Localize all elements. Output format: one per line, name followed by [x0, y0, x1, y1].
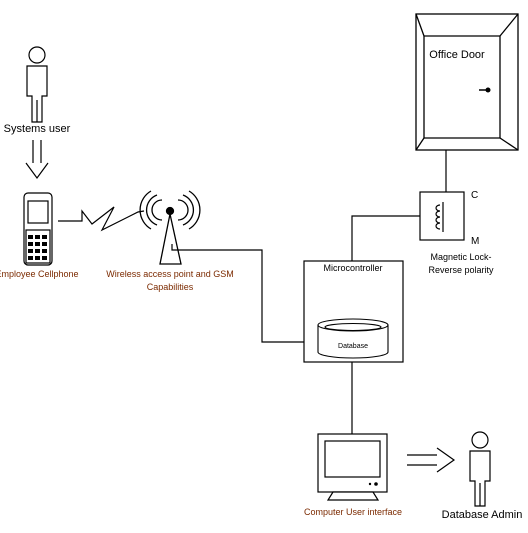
- computer-ui-label: Computer User interface: [304, 507, 402, 517]
- cellphone-icon: [23, 192, 53, 266]
- wireless-link: [58, 206, 145, 232]
- systems-user-icon: [26, 46, 48, 123]
- database-icon: [317, 318, 389, 359]
- antenna-to-database-line: [171, 244, 318, 343]
- lock-terminal-m: M: [471, 236, 479, 247]
- systems-user-label: Systems user: [4, 123, 71, 135]
- magnetic-lock-label-line1: Magnetic Lock-: [430, 252, 491, 262]
- database-admin-icon: [469, 431, 491, 507]
- magnetic-lock-label-line2: Reverse polarity: [428, 265, 494, 275]
- antenna-icon: [139, 190, 201, 265]
- lock-to-microcontroller-line: [351, 215, 420, 261]
- lock-terminal-c: C: [471, 190, 478, 201]
- database-label: Database: [338, 343, 368, 350]
- door-handle-icon: [479, 87, 491, 93]
- access-point-label-line2: Capabilities: [147, 282, 194, 292]
- microcontroller-label: Microcontroller: [323, 263, 382, 273]
- computer-icon: [317, 433, 388, 501]
- employee-cellphone-label: Employee Cellphone: [0, 269, 79, 279]
- database-admin-label: Database Admin: [442, 509, 523, 521]
- magnetic-lock-icon: [419, 191, 465, 241]
- right-arrow-icon: [407, 447, 456, 473]
- office-door: [415, 13, 519, 151]
- office-door-label: Office Door: [429, 49, 485, 61]
- access-point-label-line1: Wireless access point and GSM: [106, 269, 234, 279]
- down-arrow-icon: [25, 140, 49, 180]
